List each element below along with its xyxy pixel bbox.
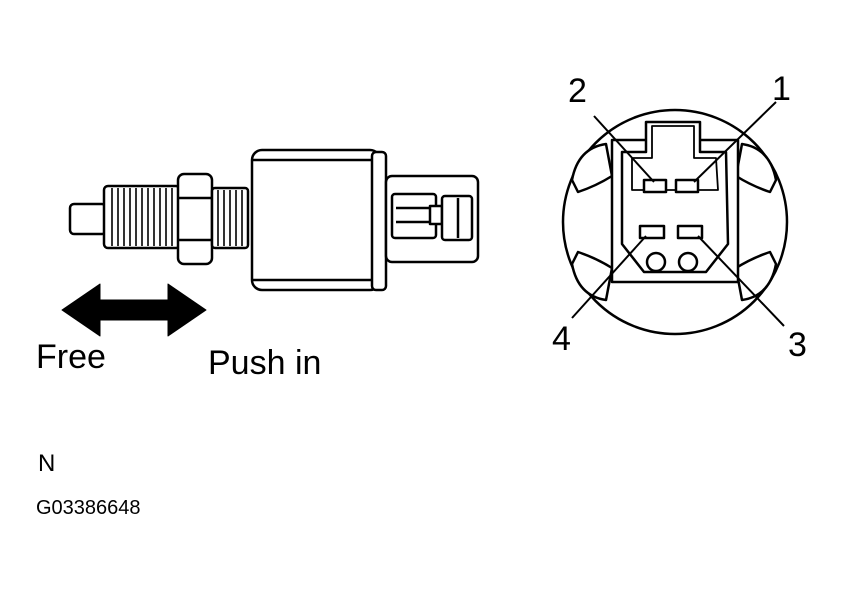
pin-label-3: 3 [788,326,807,364]
terminal-2 [642,178,668,194]
push-in-label: Push in [208,344,322,382]
plunger [68,202,108,236]
pin-label-4: 4 [552,320,571,358]
stop-lamp-switch [68,148,480,292]
switch-body [250,148,382,292]
double-arrow-icon [61,283,207,337]
leader-4 [571,235,647,319]
shaft-threads [111,188,173,246]
pin-label-1: 1 [772,70,791,108]
pin-label-2: 2 [568,72,587,110]
figure-code: G03386648 [36,497,141,519]
leader-2 [593,115,655,183]
terminal-3 [676,224,704,240]
leader-3 [697,235,785,327]
view-letter: N [38,450,56,477]
terminal-1 [674,178,700,194]
lock-nut [176,172,214,266]
leader-1 [693,101,777,183]
connector-face [561,101,789,336]
terminal-4 [638,224,666,240]
free-label: Free [36,338,106,376]
